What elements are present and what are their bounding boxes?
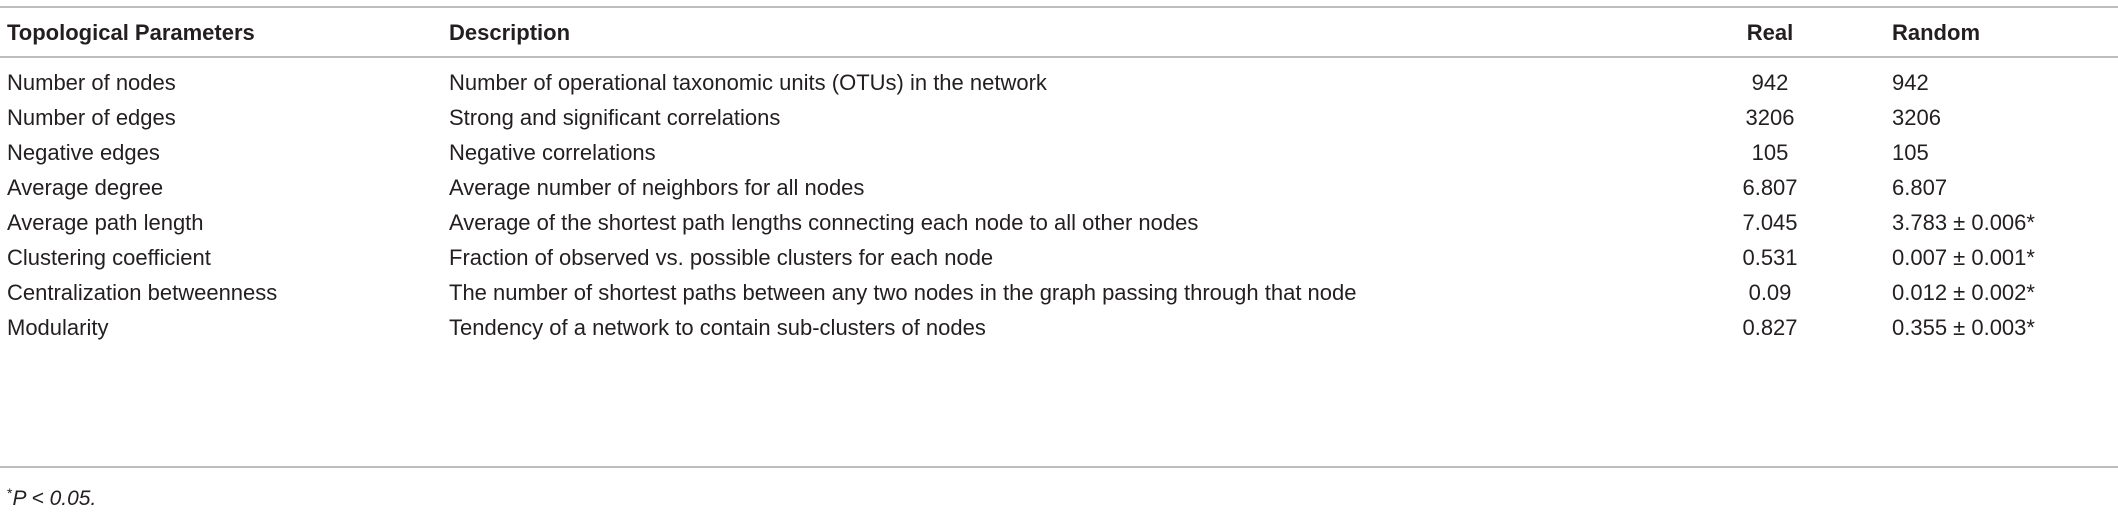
row-param: Negative edges [7, 140, 160, 165]
table-row: Average degree Average number of neighbo… [0, 170, 2118, 205]
row-description: Average number of neighbors for all node… [449, 175, 865, 200]
row-random-value: 0.012 ± 0.002* [1892, 280, 2035, 305]
footnote-star: * [7, 485, 13, 501]
row-random-value: 3206 [1892, 105, 1941, 130]
row-description: Negative correlations [449, 140, 656, 165]
row-real-value: 6.807 [1742, 175, 1798, 200]
row-param: Centralization betweenness [7, 280, 278, 305]
row-real-value: 0.827 [1742, 315, 1798, 340]
table-row: Negative edges Negative correlations 105… [0, 135, 2118, 170]
table-header-row: Topological Parameters Description Real … [0, 13, 2118, 53]
row-param: Clustering coefficient [7, 245, 211, 270]
table-top-rule [0, 6, 2118, 8]
row-description: Number of operational taxonomic units (O… [449, 70, 1047, 95]
table-header-rule [0, 56, 2118, 58]
row-description: Fraction of observed vs. possible cluste… [449, 245, 994, 270]
table-footnote: *P < 0.05. [7, 478, 96, 514]
row-random-value: 3.783 ± 0.006* [1892, 210, 2035, 235]
row-param: Average degree [7, 175, 164, 200]
row-param: Average path length [7, 210, 204, 235]
table-row: Modularity Tendency of a network to cont… [0, 310, 2118, 345]
row-description: Average of the shortest path lengths con… [449, 210, 1199, 235]
header-random: Random [1892, 20, 1980, 45]
row-real-value: 7.045 [1742, 210, 1798, 235]
row-real-value: 0.09 [1748, 280, 1792, 305]
row-random-value: 0.007 ± 0.001* [1892, 245, 2035, 270]
row-random-value: 105 [1892, 140, 1929, 165]
table-row: Number of edges Strong and significant c… [0, 100, 2118, 135]
table-bottom-rule [0, 466, 2118, 468]
table-row: Number of nodes Number of operational ta… [0, 65, 2118, 100]
row-description: The number of shortest paths between any… [449, 280, 1357, 305]
row-real-value: 3206 [1745, 105, 1795, 130]
table-row: Average path length Average of the short… [0, 205, 2118, 240]
row-real-value: 942 [1751, 70, 1789, 95]
header-description: Description [449, 20, 571, 45]
table-row: Clustering coefficient Fraction of obser… [0, 240, 2118, 275]
row-real-value: 0.531 [1742, 245, 1798, 270]
row-real-value: 105 [1751, 140, 1789, 165]
row-description: Tendency of a network to contain sub-clu… [449, 315, 986, 340]
header-real: Real [1746, 20, 1794, 45]
header-topological-parameters: Topological Parameters [7, 20, 255, 45]
row-param: Modularity [7, 315, 109, 340]
row-random-value: 6.807 [1892, 175, 1948, 200]
table-row: Centralization betweenness The number of… [0, 275, 2118, 310]
footnote-text: P < 0.05. [12, 487, 97, 510]
row-random-value: 942 [1892, 70, 1929, 95]
row-random-value: 0.355 ± 0.003* [1892, 315, 2035, 340]
row-description: Strong and significant correlations [449, 105, 781, 130]
row-param: Number of edges [7, 105, 176, 130]
row-param: Number of nodes [7, 70, 176, 95]
